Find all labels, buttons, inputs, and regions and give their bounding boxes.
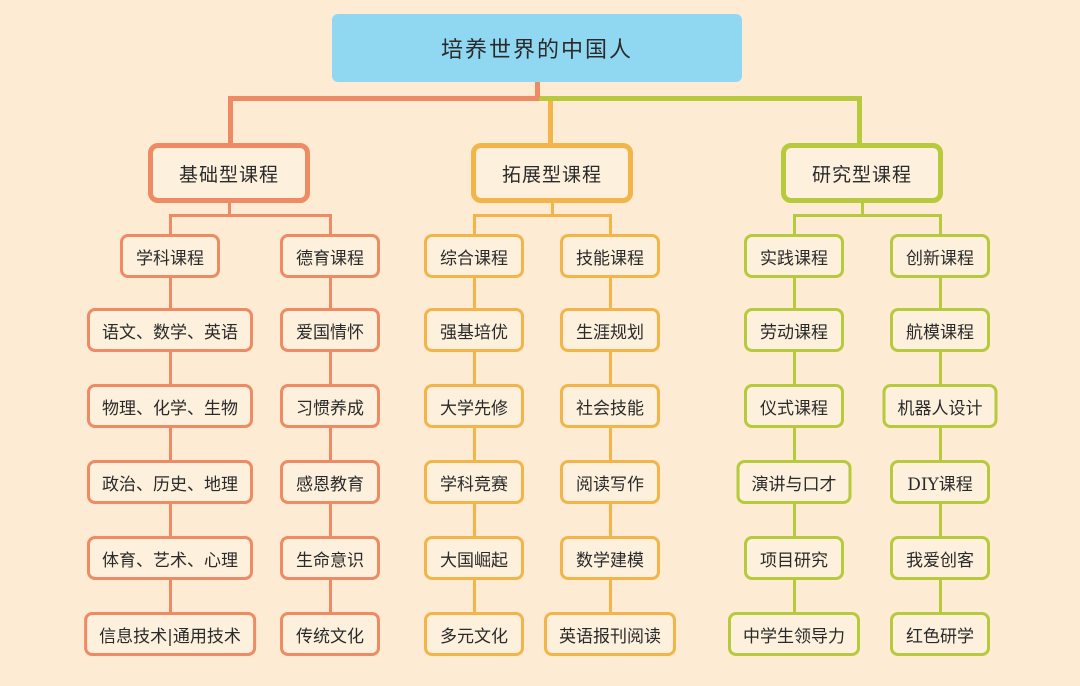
branch-research: 研究型课程	[781, 143, 943, 203]
course-node: 大学先修	[424, 384, 524, 428]
course-node: 多元文化	[424, 612, 524, 656]
category-node: 创新课程	[890, 234, 990, 278]
category-node: 综合课程	[424, 234, 524, 278]
connector-branch	[551, 203, 554, 216]
course-node: 体育、艺术、心理	[87, 536, 253, 580]
connector-column	[473, 276, 476, 612]
course-node: 阅读写作	[560, 460, 660, 504]
connector-branch	[861, 203, 864, 216]
connector-column	[609, 276, 612, 612]
course-node: 物理、化学、生物	[87, 384, 253, 428]
course-node: 项目研究	[744, 536, 844, 580]
course-node: 仪式课程	[744, 384, 844, 428]
connector-column	[793, 214, 796, 236]
course-node: 习惯养成	[280, 384, 380, 428]
course-node: 学科竞赛	[424, 460, 524, 504]
connector-branch	[793, 214, 942, 217]
connector-branch	[169, 214, 332, 217]
connector-column	[939, 276, 942, 612]
course-node: 传统文化	[280, 612, 380, 656]
connector-column	[329, 214, 332, 236]
course-node: 数学建模	[560, 536, 660, 580]
course-node: 我爱创客	[890, 536, 990, 580]
category-node: 实践课程	[744, 234, 844, 278]
course-node: DIY课程	[890, 460, 990, 504]
course-node: 生涯规划	[560, 308, 660, 352]
connector-root-research	[537, 96, 862, 101]
course-node: 演讲与口才	[736, 460, 852, 504]
course-node: 红色研学	[890, 612, 990, 656]
course-node: 感恩教育	[280, 460, 380, 504]
course-node: 社会技能	[560, 384, 660, 428]
course-node: 航模课程	[890, 308, 990, 352]
course-node: 爱国情怀	[280, 308, 380, 352]
course-node: 大国崛起	[424, 536, 524, 580]
course-node: 政治、历史、地理	[87, 460, 253, 504]
connector-column	[793, 276, 796, 612]
category-node: 学科课程	[120, 234, 220, 278]
connector-column	[939, 214, 942, 236]
branch-basic: 基础型课程	[148, 143, 310, 203]
course-node: 劳动课程	[744, 308, 844, 352]
course-node: 中学生领导力	[728, 612, 860, 656]
connector-root	[535, 82, 540, 98]
course-node: 强基培优	[424, 308, 524, 352]
course-node: 信息技术|通用技术	[84, 612, 256, 656]
course-node: 生命意识	[280, 536, 380, 580]
connector-column	[609, 214, 612, 236]
root-title: 培养世界的中国人	[332, 14, 742, 82]
connector-root-basic	[228, 96, 233, 144]
connector-column	[169, 276, 172, 612]
course-node: 机器人设计	[882, 384, 998, 428]
connector-root-basic	[228, 96, 539, 101]
course-node: 语文、数学、英语	[87, 308, 253, 352]
connector-branch	[228, 203, 231, 216]
category-node: 德育课程	[280, 234, 380, 278]
connector-branch	[473, 214, 612, 217]
connector-column	[473, 214, 476, 236]
connector-root-extended	[548, 100, 553, 144]
connector-column	[329, 276, 332, 612]
connector-root-research	[857, 96, 862, 144]
category-node: 技能课程	[560, 234, 660, 278]
connector-column	[169, 214, 172, 236]
course-node: 英语报刊阅读	[544, 612, 676, 656]
branch-extended: 拓展型课程	[471, 143, 633, 203]
